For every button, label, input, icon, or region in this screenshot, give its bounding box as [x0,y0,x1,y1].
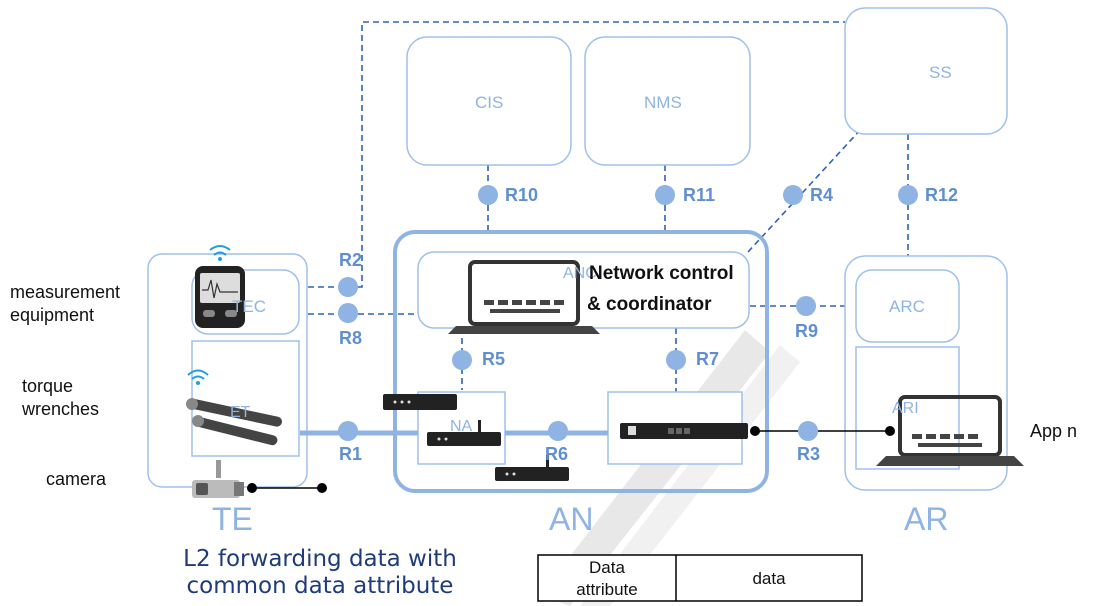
r4-dashed-link [747,127,863,253]
te-label: TE [212,501,253,537]
router-icon [495,455,569,481]
router-icon [427,420,501,446]
r6-label: R6 [545,444,569,464]
r11-dot [655,185,675,205]
measurement-device-icon [195,245,245,328]
r9-label: R9 [795,321,819,341]
r11-label: R11 [683,185,716,205]
anc-label: ANC [563,265,597,282]
r1-label: R1 [339,444,363,464]
arc-box [855,269,960,343]
r8-label: R8 [339,328,363,348]
ss-label: SS [929,63,952,82]
r5-label: R5 [482,349,506,369]
r4-label: R4 [810,185,834,205]
caption-line1: L2 forwarding data with [183,546,457,572]
link-end-dot [750,426,760,436]
r3-dot [798,421,818,441]
r3-label: R3 [797,444,821,464]
nms-label: NMS [644,93,682,112]
caption-line2: common data attribute [186,573,454,599]
camera-icon [192,460,244,498]
r10-dot [478,185,498,205]
r9-dot [796,296,816,316]
link-end-dot [317,483,327,493]
an-box [393,230,769,493]
frame-attr-line2: attribute [576,580,638,599]
interface-dots [338,185,918,441]
r12-dot [898,185,918,205]
r2-dot [338,277,358,297]
r1-dot [338,421,358,441]
r7-dot [666,350,686,370]
te-inner-box [191,340,300,457]
r8-dot [338,303,358,323]
network-control-label: Network control [589,263,734,284]
r2-dashed-link [298,21,845,288]
app-laptop-icon [876,395,1024,466]
link-end-dot [247,483,257,493]
r12-label: R12 [925,185,959,205]
ar-label: AR [904,501,949,537]
frame-attr-line1: Data [589,558,625,577]
r5-dot [452,350,472,370]
frame-data-label: data [752,569,786,588]
equipment-label: equipment [10,305,95,325]
ss-box [844,7,1008,135]
black-links [252,430,890,489]
cis-label: CIS [475,93,504,112]
laptop-icon [448,260,600,334]
camera-label: camera [46,469,107,489]
ari-box [855,346,960,470]
measurement-label: measurement [10,282,121,302]
link-end-dot [885,426,895,436]
ari-label: ARI [892,400,919,417]
te-inner-label: ET [230,404,251,421]
na-label: NA [450,418,473,435]
app-label: App n [1030,421,1078,441]
cis-box [406,36,572,166]
coordinator-label: & coordinator [587,294,712,315]
r10-label: R10 [505,185,539,205]
data-frame [537,554,863,602]
r4-dot [783,185,803,205]
tec-label: TEC [232,297,266,316]
nms-box [584,36,751,166]
r7-label: R7 [696,349,720,369]
arc-label: ARC [889,297,925,316]
switch-icon [620,423,748,439]
torque-wrench-icon [186,369,282,446]
torque-label: torque [22,376,74,396]
an-label: AN [549,501,594,537]
router-icon [383,394,457,410]
wrenches-label: wrenches [22,399,100,419]
r2-label: R2 [339,250,363,270]
r6-dot [548,421,568,441]
